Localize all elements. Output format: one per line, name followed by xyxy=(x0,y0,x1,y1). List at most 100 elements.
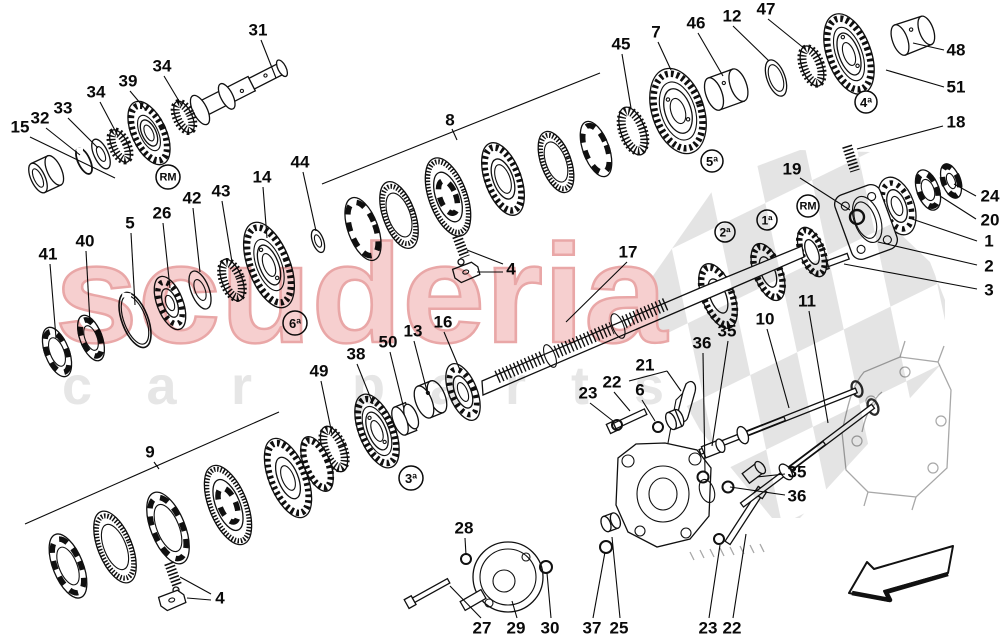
bracket-line xyxy=(451,128,458,141)
bush-46 xyxy=(703,68,749,111)
callout-22: 22 xyxy=(723,619,742,636)
leader-line xyxy=(320,380,333,435)
pipe-11 xyxy=(739,403,876,508)
callout-35: 35 xyxy=(788,463,807,482)
callout-22: 22 xyxy=(603,373,622,392)
direction-arrow-icon xyxy=(848,545,954,603)
leader-line xyxy=(732,25,770,62)
oring-37 xyxy=(599,540,613,554)
callout-18: 18 xyxy=(947,113,966,132)
ring-nut-41 xyxy=(41,326,73,378)
leader-line xyxy=(589,402,614,422)
synchro-ring-8a xyxy=(344,196,382,262)
spacer-44 xyxy=(310,228,326,254)
callout-21: 21 xyxy=(636,356,655,375)
oil-pump-assembly xyxy=(403,380,768,613)
callout-6: 6 xyxy=(635,381,644,400)
callout-38: 38 xyxy=(347,345,366,364)
circled-label-text: 5ª xyxy=(706,154,718,169)
callout-33: 33 xyxy=(54,99,73,118)
callout-40: 40 xyxy=(76,232,95,251)
callout-31: 31 xyxy=(249,21,268,40)
washer-42 xyxy=(188,270,212,310)
callout-50: 50 xyxy=(379,333,398,352)
gearbox-housing-outline xyxy=(689,340,952,561)
sleeve-15 xyxy=(28,154,65,194)
leader-line xyxy=(911,218,978,242)
leader-line xyxy=(260,39,277,79)
leader-line xyxy=(302,171,317,232)
leader-line xyxy=(953,183,977,197)
bracket-line xyxy=(153,461,160,470)
leader-line xyxy=(621,53,632,109)
leader-line xyxy=(511,600,518,619)
detent-4-top xyxy=(451,234,481,284)
leader-line xyxy=(221,200,233,263)
gear-14-6th xyxy=(242,221,296,309)
circled-label-4ª xyxy=(854,90,878,114)
callout-8: 8 xyxy=(445,111,454,130)
bearing-34b xyxy=(170,99,198,135)
synchro-hub-9 xyxy=(203,464,253,546)
spring-18 xyxy=(842,144,860,173)
washer-23-lower xyxy=(713,533,725,545)
callout-4: 4 xyxy=(215,589,225,608)
leader-line xyxy=(877,241,978,266)
callout-47: 47 xyxy=(757,0,776,19)
callout-44: 44 xyxy=(291,153,310,172)
callout-39: 39 xyxy=(119,72,138,91)
leader-line xyxy=(262,186,268,239)
detent-4-bottom xyxy=(157,561,187,612)
callout-35: 35 xyxy=(718,322,737,341)
leader-line xyxy=(464,537,467,556)
circled-label-text: RM xyxy=(159,172,176,184)
gear-38-3rd xyxy=(354,393,400,469)
circled-label-text: 2ª xyxy=(719,226,731,240)
gear-51-4th xyxy=(823,13,875,95)
leader-line xyxy=(912,42,945,51)
leader-line xyxy=(449,585,482,619)
leader-line xyxy=(130,232,136,306)
bracket-line xyxy=(321,72,601,185)
leader-line xyxy=(939,195,977,220)
callout-15: 15 xyxy=(11,118,30,137)
leader-line xyxy=(546,572,552,619)
bracket-line xyxy=(24,411,280,525)
callout-16: 16 xyxy=(434,313,453,332)
leader-line xyxy=(99,101,119,137)
callout-45: 45 xyxy=(612,35,631,54)
callout-34: 34 xyxy=(87,83,106,102)
needle-bearing-45 xyxy=(616,106,650,156)
leader-line xyxy=(356,363,374,405)
circled-label-3ª xyxy=(398,465,424,491)
second-shaft-assembly xyxy=(41,13,936,378)
leader-line xyxy=(708,544,721,619)
callout-17: 17 xyxy=(619,243,638,262)
callout-48: 48 xyxy=(947,41,966,60)
top-layshaft-assembly xyxy=(28,59,289,194)
callout-7: 7 xyxy=(651,23,660,42)
callout-23: 23 xyxy=(699,619,718,636)
oring-6 xyxy=(652,421,664,433)
callout-23: 23 xyxy=(579,384,598,403)
leader-line xyxy=(129,90,147,111)
callout-19: 19 xyxy=(783,160,802,179)
synchro-ring-9c xyxy=(146,491,190,565)
leader-line xyxy=(389,351,405,410)
circled-label-RM xyxy=(155,164,181,190)
bush-50 xyxy=(391,401,420,436)
leader-line xyxy=(592,551,606,619)
bearing-34a xyxy=(106,127,134,165)
leader-line xyxy=(565,261,628,323)
callout-42: 42 xyxy=(183,189,202,208)
leader-line xyxy=(666,370,682,392)
callout-29: 29 xyxy=(507,619,526,636)
leader-line xyxy=(67,117,99,149)
callout-2: 2 xyxy=(984,257,993,276)
washer-28 xyxy=(460,553,472,565)
leader-line xyxy=(413,340,429,396)
circled-label-text: 3ª xyxy=(405,471,417,486)
needle-bearing-47 xyxy=(797,44,827,88)
callout-11: 11 xyxy=(798,292,816,311)
